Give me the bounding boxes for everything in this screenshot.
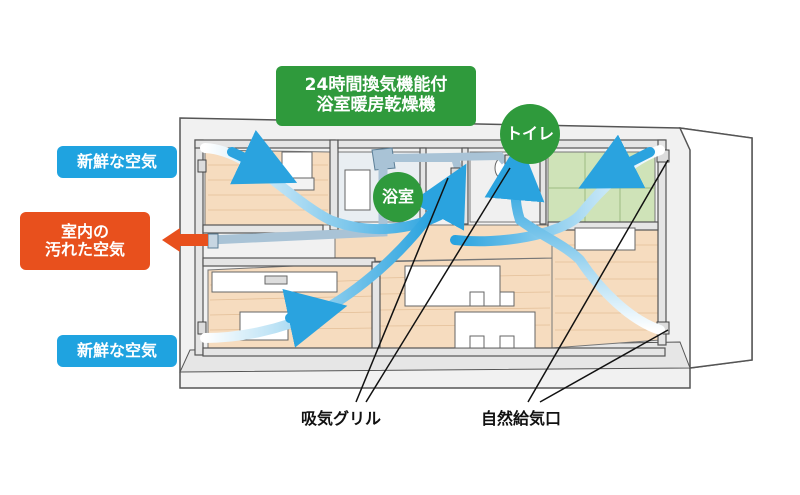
bath-dryer-line2: 浴室暖房乾燥機: [316, 95, 436, 115]
dirty-air-line2: 汚れた空気: [44, 240, 125, 259]
bath-dryer-line1: 24時間換気機能付: [304, 75, 448, 96]
toilet-badge: トイレ: [500, 104, 560, 164]
callout-lines: [355, 159, 669, 403]
exhaust-arrow: [162, 228, 208, 252]
airflow-arrows: [200, 130, 665, 348]
natural-vent-callout: 自然給気口: [481, 409, 562, 428]
dirty-air-line1: 室内の: [60, 221, 109, 241]
dirty-air-label: 室内の 汚れた空気: [20, 212, 150, 270]
exhaust-grille-callout: 吸気グリル: [301, 409, 382, 428]
bath-dryer-label: 24時間換気機能付 浴室暖房乾燥機: [276, 66, 476, 126]
bathroom-badge: 浴室: [373, 172, 423, 222]
fresh-air-label-top: 新鮮な空気: [57, 146, 177, 178]
fresh-air-label-bottom: 新鮮な空気: [57, 335, 177, 367]
